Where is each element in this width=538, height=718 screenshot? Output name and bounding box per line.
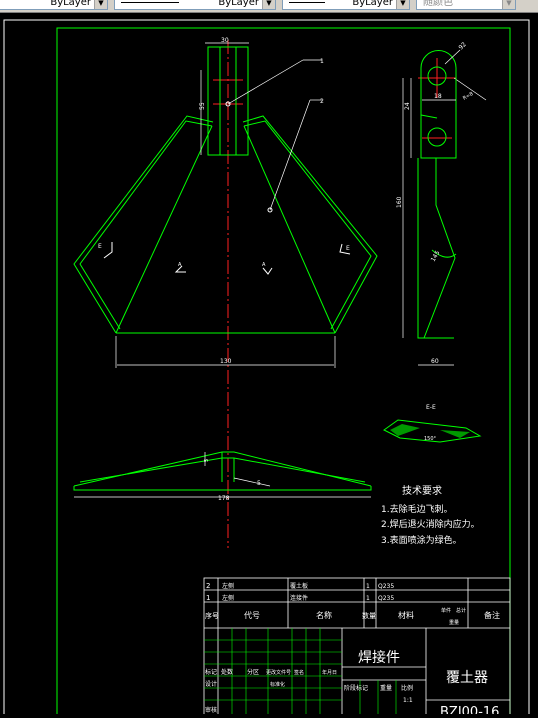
hole-marker bbox=[267, 207, 273, 213]
cad-drawing[interactable]: 30 55 130 178 1 2 E E A A 92 18 24 160 6… bbox=[0, 12, 538, 718]
part-qty: 1 bbox=[366, 583, 370, 590]
tech-req-title: 技术要求 bbox=[402, 484, 442, 497]
section-title: E-E bbox=[426, 404, 436, 411]
part-material: Q235 bbox=[378, 595, 394, 602]
section-e-e bbox=[383, 419, 482, 443]
section-mark-e-right: E bbox=[346, 245, 350, 252]
title-block bbox=[203, 577, 511, 718]
dim-55: 55 bbox=[199, 102, 206, 110]
row-stage: 阶段标记 bbox=[344, 684, 368, 692]
header-remark: 备注 bbox=[484, 610, 500, 620]
inner-frame bbox=[56, 27, 511, 718]
hole-marker bbox=[225, 101, 231, 107]
dim-24: 24 bbox=[404, 102, 411, 110]
row-change-doc: 更改文件号 bbox=[266, 669, 291, 676]
section-mark-e-left: E bbox=[98, 243, 102, 250]
section-marks bbox=[103, 242, 351, 275]
chevron-down-icon[interactable]: ▼ bbox=[94, 0, 107, 9]
section-mark-a2: A bbox=[262, 262, 266, 268]
lineweight-combo[interactable]: ByLayer ▼ bbox=[114, 0, 276, 10]
section-hatch bbox=[440, 430, 470, 438]
row-scale: 比例 bbox=[401, 684, 413, 692]
row-standardize: 标准化 bbox=[270, 681, 285, 688]
section-mark-s: 5 bbox=[257, 480, 261, 487]
part-code: 左侧 bbox=[222, 582, 234, 590]
tech-req-item: 3.表面喷涂为绿色。 bbox=[381, 534, 462, 546]
header-no: 序号 bbox=[205, 611, 219, 620]
linetype-value: ByLayer bbox=[50, 0, 91, 8]
outer-frame bbox=[3, 19, 530, 718]
header-qty: 数量 bbox=[362, 611, 376, 620]
section-mark-a1: A bbox=[178, 262, 182, 268]
color-combo[interactable]: 随颜色 ▼ bbox=[416, 0, 516, 10]
dim-160: 160 bbox=[396, 196, 403, 208]
tech-req-item: 1.去除毛边飞刺。 bbox=[381, 503, 453, 515]
header-weight: 重量 bbox=[449, 619, 459, 626]
section-angle: 150° bbox=[424, 436, 437, 442]
dim-92: 92 bbox=[457, 41, 467, 51]
color-value: 随颜色 bbox=[423, 0, 453, 8]
title-block-grid bbox=[204, 628, 397, 718]
drawing-number: BZJ00-16 bbox=[440, 705, 499, 714]
header-unit-weight: 单件 bbox=[441, 607, 451, 614]
header-code: 代号 bbox=[244, 610, 260, 620]
part-code: 左侧 bbox=[222, 594, 234, 602]
chevron-down-icon[interactable]: ▼ bbox=[262, 0, 275, 9]
header-total-weight: 总计 bbox=[456, 607, 466, 614]
part-no: 2 bbox=[206, 582, 210, 590]
part-no: 1 bbox=[206, 594, 210, 602]
chevron-down-icon[interactable]: ▼ bbox=[396, 0, 409, 9]
dim-178: 178 bbox=[218, 495, 230, 502]
balloon-1: 1 bbox=[320, 58, 324, 65]
row-mass: 重量 bbox=[380, 684, 392, 692]
row-design: 设计 bbox=[205, 680, 217, 688]
properties-toolbar: ByLayer ▼ ByLayer ▼ ByLayer ▼ 随颜色 ▼ bbox=[0, 0, 538, 13]
front-view bbox=[73, 46, 378, 334]
dim-5: 5 bbox=[204, 459, 210, 462]
bottom-dimensions bbox=[204, 452, 271, 487]
plotstyle-combo[interactable]: ByLayer ▼ bbox=[282, 0, 410, 10]
row-count: 处数 bbox=[221, 668, 233, 676]
assembly-title: 覆土器 bbox=[446, 670, 488, 686]
part-title: 焊接件 bbox=[358, 649, 400, 666]
part-qty: 1 bbox=[366, 595, 370, 602]
dim-30: 30 bbox=[221, 37, 229, 44]
line-swatch-icon bbox=[289, 1, 325, 3]
linetype-combo[interactable]: ByLayer ▼ bbox=[0, 0, 108, 10]
chevron-down-icon[interactable]: ▼ bbox=[502, 0, 515, 9]
side-view bbox=[417, 50, 457, 339]
bottom-view bbox=[73, 451, 372, 491]
dim-130: 130 bbox=[220, 358, 232, 365]
scale-value: 1:1 bbox=[403, 697, 413, 704]
row-review: 审核 bbox=[205, 706, 217, 714]
row-mark: 标记 bbox=[205, 668, 217, 676]
dimensions bbox=[74, 42, 487, 498]
balloon-2: 2 bbox=[320, 98, 324, 105]
lineweight-value: ByLayer bbox=[218, 0, 259, 8]
part-name: 覆土板 bbox=[290, 582, 308, 590]
header-material: 材料 bbox=[398, 610, 414, 620]
side-dimensions bbox=[402, 49, 461, 366]
dim-r8: R=8 bbox=[462, 91, 474, 102]
dim-18: 18 bbox=[434, 93, 442, 100]
part-material: Q235 bbox=[378, 583, 394, 590]
plotstyle-value: ByLayer bbox=[352, 0, 393, 8]
dim-145: 145 bbox=[430, 249, 442, 263]
drawing-canvas[interactable]: 30 55 130 178 1 2 E E A A 92 18 24 160 6… bbox=[0, 12, 538, 718]
section-hatch bbox=[390, 424, 420, 436]
dim-60: 60 bbox=[431, 358, 439, 365]
line-swatch-icon bbox=[121, 1, 179, 3]
part-name: 连接件 bbox=[290, 594, 308, 602]
header-name: 名称 bbox=[316, 610, 332, 620]
tech-req-item: 2.焊后退火消除内应力。 bbox=[381, 518, 480, 530]
row-sign: 签名 bbox=[294, 669, 304, 676]
row-zone: 分区 bbox=[247, 668, 259, 676]
row-date: 年月日 bbox=[322, 669, 337, 676]
